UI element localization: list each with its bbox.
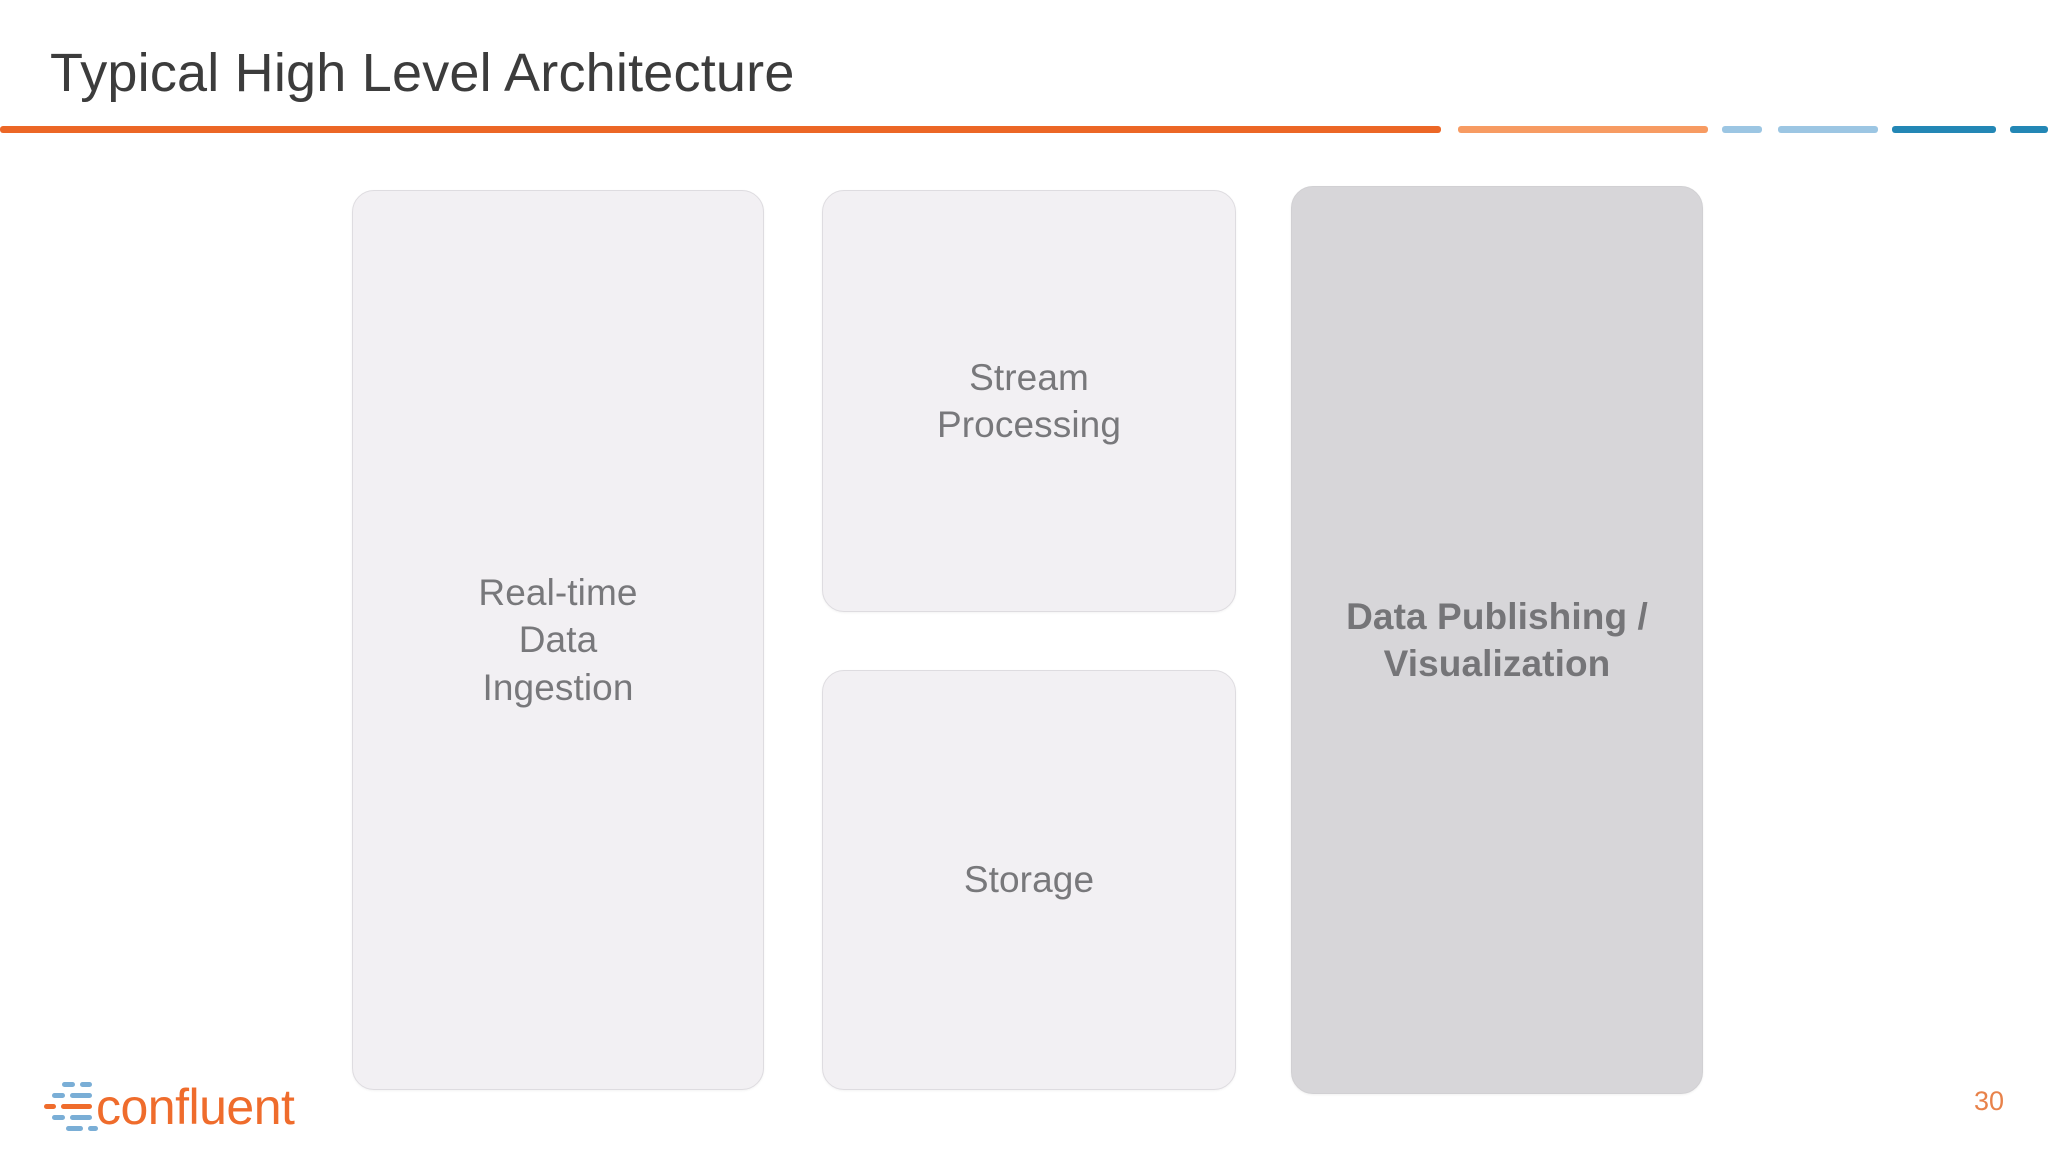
arch-box-realtime-data-ingestion[interactable]: Real-time Data Ingestion	[352, 190, 764, 1090]
logo-dash	[44, 1104, 56, 1109]
rule-segment-teal-long	[1892, 126, 1996, 133]
arch-box-label: Stream Processing	[936, 356, 1122, 445]
logo-dash	[52, 1115, 65, 1120]
page-title: Typical High Level Architecture	[50, 43, 795, 103]
arch-box-label: Real-time Data Ingestion	[478, 571, 638, 708]
title-rule	[0, 126, 2048, 134]
rule-segment-blue-medium	[1778, 126, 1878, 133]
logo-dash	[88, 1126, 98, 1131]
arch-box-stream-processing[interactable]: Stream Processing	[822, 190, 1236, 612]
confluent-logo: confluent	[44, 1078, 309, 1136]
page-number: 30	[1973, 1086, 2004, 1116]
arch-box-storage[interactable]: Storage	[822, 670, 1236, 1090]
confluent-wordmark: confluent	[96, 1079, 295, 1135]
logo-dash	[66, 1126, 83, 1131]
arch-box-label: Data Publishing / Visualization	[1346, 595, 1648, 684]
logo-dash	[61, 1104, 92, 1109]
logo-dash	[80, 1082, 92, 1087]
rule-segment-teal-short	[2010, 126, 2048, 133]
rule-segment-blue-small	[1722, 126, 1762, 133]
confluent-logo-mark	[44, 1082, 100, 1132]
arch-box-label: Storage	[963, 859, 1095, 901]
logo-dash	[70, 1093, 92, 1098]
arch-box-data-publishing-visualization[interactable]: Data Publishing / Visualization	[1291, 186, 1703, 1094]
logo-dash	[62, 1082, 75, 1087]
rule-segment-main-orange	[0, 126, 1441, 133]
logo-dash	[52, 1093, 65, 1098]
rule-segment-light-orange-long	[1458, 126, 1708, 133]
logo-dash	[70, 1115, 92, 1120]
